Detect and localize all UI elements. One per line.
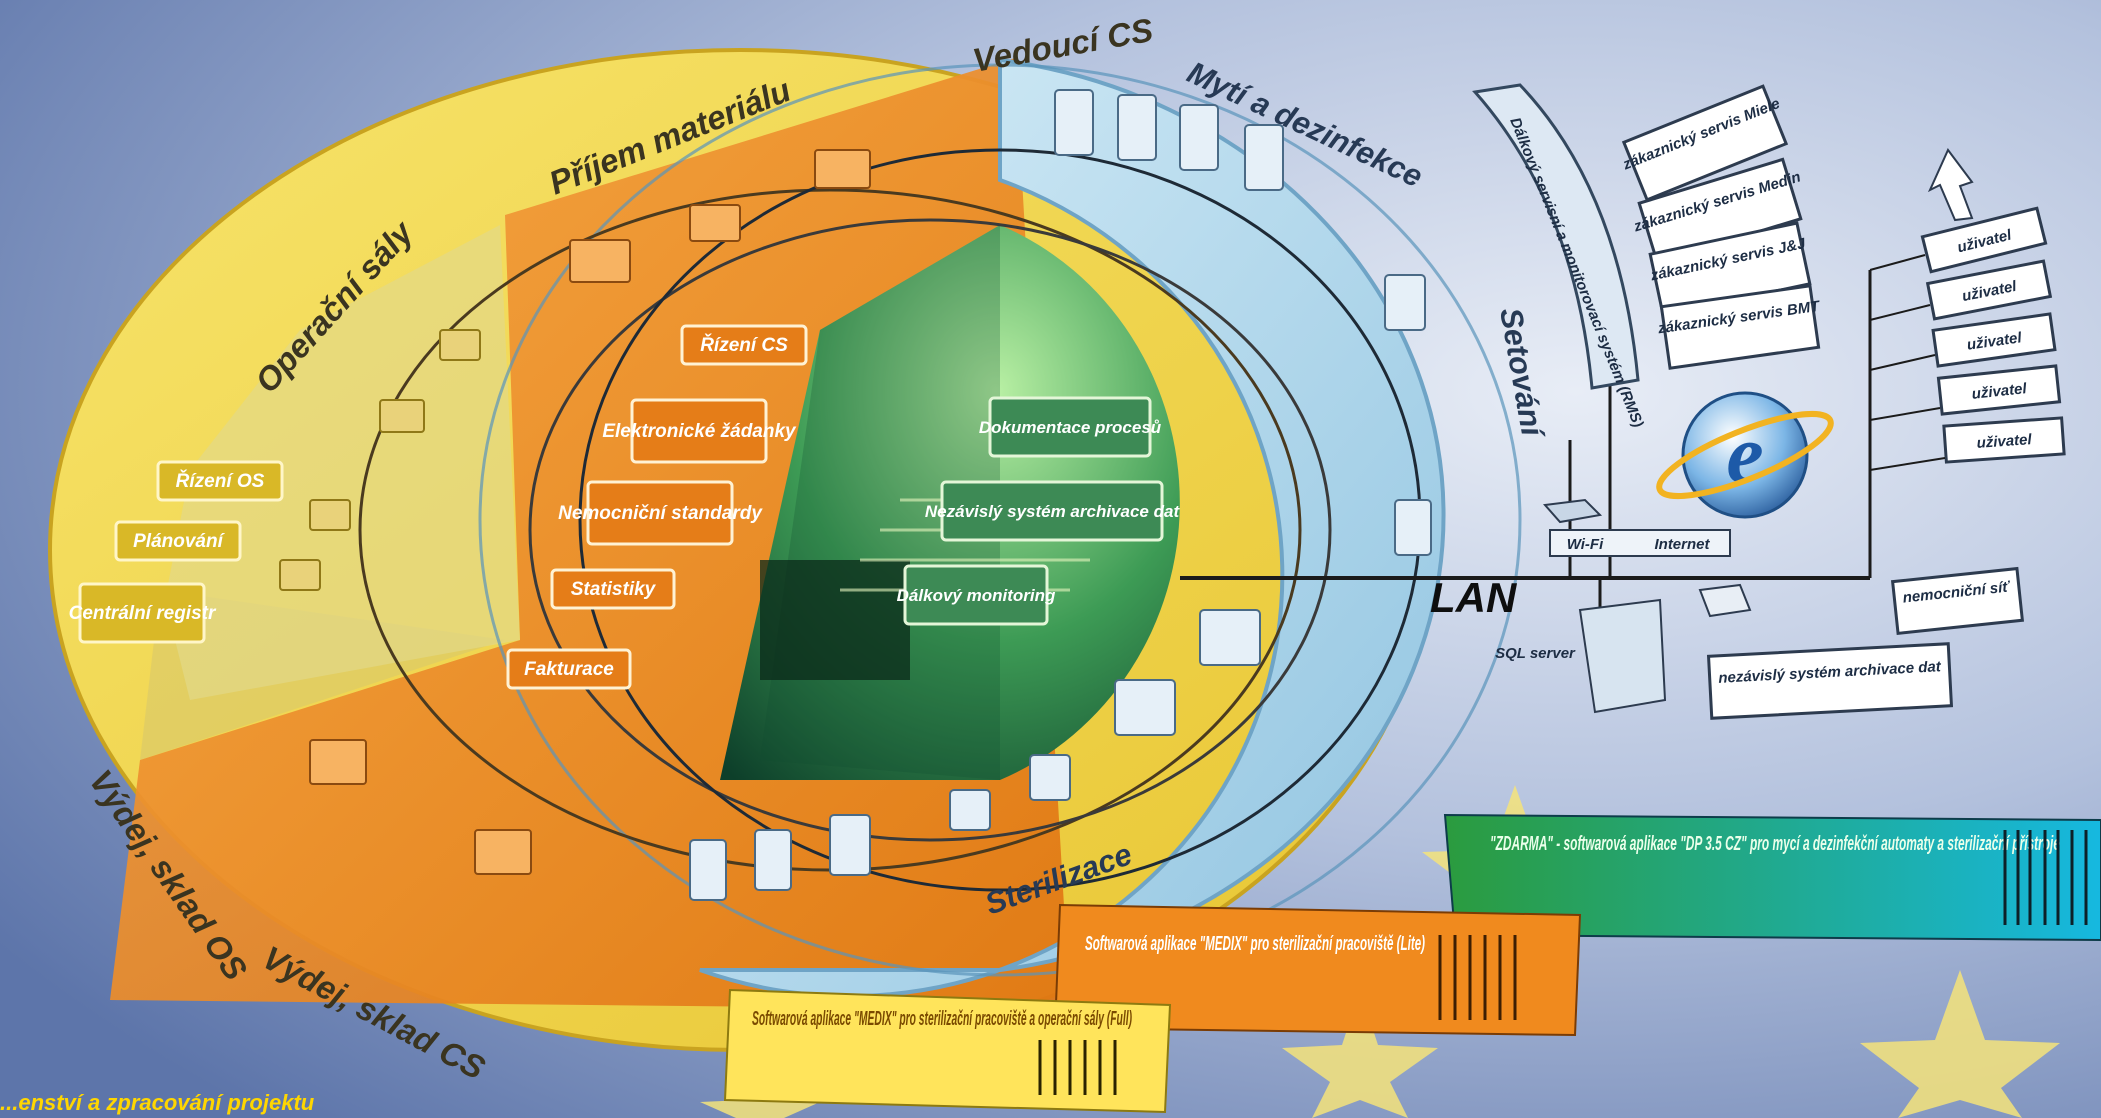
svg-text:Řízení OS: Řízení OS bbox=[176, 470, 265, 492]
svg-text:uživatel: uživatel bbox=[1976, 431, 2033, 452]
svg-text:Řízení CS: Řízení CS bbox=[700, 334, 788, 356]
barcode-icon bbox=[1038, 1040, 1117, 1095]
svg-text:Softwarová aplikace "MEDIX" pr: Softwarová aplikace "MEDIX" pro steriliz… bbox=[1085, 933, 1425, 955]
credit-text: ...enství a zpracování projektu bbox=[0, 1090, 315, 1115]
svg-text:Nemocniční standardy: Nemocniční standardy bbox=[558, 503, 763, 524]
wifi-internet-bar bbox=[1549, 529, 1731, 557]
center-box: Nezávislý systém archivace dat bbox=[925, 480, 1181, 542]
sterilizer-devices bbox=[689, 89, 1432, 901]
internet-orbit bbox=[1656, 410, 1834, 500]
blue-ring-edge bbox=[478, 63, 1522, 977]
promo-free: "ZDARMA" - softwarová aplikace "DP 3.5 C… bbox=[1443, 813, 2101, 942]
promo-free-line: "ZDARMA" - softwarová aplikace "DP 3.5 C… bbox=[1490, 833, 2060, 855]
sql-server-icon bbox=[1578, 598, 1667, 714]
function-box: Fakturace bbox=[506, 648, 632, 690]
function-box-yellow: Centrální registr bbox=[69, 582, 217, 644]
function-box: Elektronické žádanky bbox=[602, 398, 797, 464]
function-box: Statistiky bbox=[550, 568, 676, 610]
svg-text:Softwarová aplikace "MEDIX" pr: Softwarová aplikace "MEDIX" pro steriliz… bbox=[752, 1008, 1132, 1030]
user-box: uživatel bbox=[1925, 259, 2053, 321]
barcode-icon bbox=[2003, 830, 2088, 925]
hospital-net-box: nemocniční síť bbox=[1890, 566, 2025, 635]
svg-text:Centrální registr: Centrální registr bbox=[69, 603, 217, 624]
svg-text:Dokumentace procesů: Dokumentace procesů bbox=[979, 418, 1162, 437]
monitor-screen bbox=[760, 560, 910, 680]
function-box-yellow: Řízení OS bbox=[156, 460, 284, 502]
user-box: uživatel bbox=[1920, 206, 2048, 274]
function-box: Řízení CS bbox=[680, 324, 808, 366]
rms-bar bbox=[1472, 83, 1640, 390]
wifi-label: Wi-Fi bbox=[1567, 536, 1604, 553]
internet-globe-icon bbox=[1681, 391, 1809, 519]
svg-text:Statistiky: Statistiky bbox=[571, 579, 657, 600]
function-box: Nemocniční standardy bbox=[558, 480, 763, 546]
service-box: zákaznický servis Medin bbox=[1631, 157, 1803, 265]
up-arrow-icon bbox=[1927, 148, 1974, 222]
lan-label: LAN bbox=[1430, 574, 1518, 621]
user-connectors bbox=[1869, 254, 1946, 471]
svg-text:Fakturace: Fakturace bbox=[524, 659, 614, 680]
function-box-yellow: Plánování bbox=[114, 520, 242, 562]
operating-devices bbox=[279, 329, 481, 591]
service-box: zákaznický servis BMT bbox=[1656, 284, 1822, 370]
svg-text:Nezávislý systém archivace dat: Nezávislý systém archivace dat bbox=[925, 502, 1181, 521]
archive-box: nezávislý systém archivace dat bbox=[1706, 642, 1954, 720]
user-box: uživatel bbox=[1942, 416, 2066, 464]
star-decoration bbox=[1282, 990, 1438, 1118]
barcode-icon bbox=[1438, 935, 1517, 1020]
svg-text:Elektronické žádanky: Elektronické žádanky bbox=[602, 421, 797, 442]
star-decoration bbox=[1860, 970, 2060, 1118]
svg-text:uživatel: uživatel bbox=[1971, 380, 2028, 403]
promo-full: Softwarová aplikace "MEDIX" pro steriliz… bbox=[723, 988, 1172, 1114]
internet-label: Internet bbox=[1654, 536, 1710, 553]
user-box: uživatel bbox=[1931, 312, 2057, 368]
center-box: Dálkový monitoring bbox=[897, 564, 1056, 626]
user-box: uživatel bbox=[1936, 364, 2062, 416]
promo-lite: Softwarová aplikace "MEDIX" pro steriliz… bbox=[1053, 903, 1582, 1037]
sql-server-label: SQL server bbox=[1495, 645, 1576, 662]
center-box: Dokumentace procesů bbox=[979, 396, 1162, 458]
workstation-devices bbox=[309, 149, 871, 875]
network-ring-inner bbox=[528, 218, 1332, 842]
wifi-router-icon bbox=[1542, 498, 1603, 524]
svg-text:Dálkový monitoring: Dálkový monitoring bbox=[897, 586, 1056, 605]
printer-icon bbox=[1698, 583, 1752, 618]
operating-room-area bbox=[165, 225, 520, 700]
svg-text:Plánování: Plánování bbox=[133, 531, 225, 552]
